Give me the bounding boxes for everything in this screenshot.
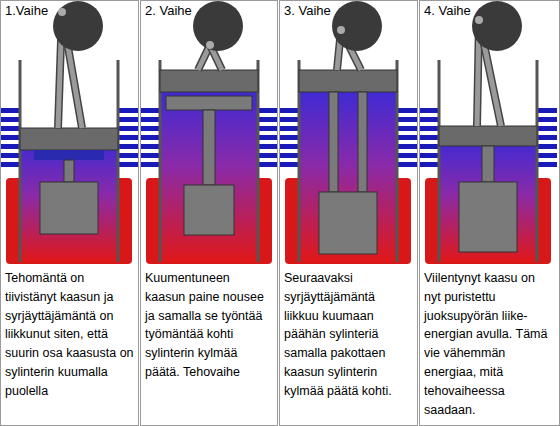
power-piston: [439, 126, 537, 146]
phase-panel: 4. VaiheViilentynyt kaasu on nyt puriste…: [419, 0, 560, 426]
displacer-piston: [40, 182, 98, 234]
flywheel: [332, 1, 382, 51]
power-piston: [20, 128, 118, 150]
working-gas: [160, 70, 258, 262]
stirling-engine: [0, 1, 138, 264]
stirling-engine: [419, 1, 557, 264]
displacer-rod: [358, 92, 367, 192]
crank-pin: [475, 16, 483, 24]
phase-description: Seuraavaksi syrjäyttäjämäntä liikkuu kuu…: [280, 267, 417, 425]
displacer-piston: [184, 185, 234, 235]
phase-description: Viilentynyt kaasu on nyt puristettu juok…: [420, 267, 559, 425]
power-piston: [160, 70, 258, 92]
working-gas: [299, 70, 397, 262]
stirling-engine: [140, 1, 278, 264]
cylinder-wall: [19, 60, 22, 262]
displacer-cap: [34, 150, 104, 160]
displacer-rod: [203, 110, 215, 185]
cylinder-wall: [536, 60, 539, 262]
cylinder-wall: [117, 60, 120, 262]
phase-panel: 1.VaiheTehomäntä on tiivistänyt kaasun j…: [0, 0, 139, 426]
crank-pin: [58, 8, 66, 16]
phase-panel: 2. VaiheKuumentuneen kaasun paine nousee…: [140, 0, 278, 426]
phase-description: Tehomäntä on tiivistänyt kaasun ja syrjä…: [1, 267, 138, 425]
phase-heading: 1.Vaihe: [3, 3, 50, 18]
working-gas: [439, 126, 537, 262]
displacer-rod: [64, 160, 74, 182]
stirling-engine: [279, 1, 417, 264]
flywheel: [472, 1, 522, 51]
working-gas: [20, 128, 118, 262]
displacer-rod: [482, 146, 494, 182]
displacer-cap: [166, 96, 252, 110]
power-piston: [299, 70, 397, 92]
displacer-piston: [319, 192, 377, 254]
crank-pin: [206, 41, 214, 49]
displacer-piston: [459, 182, 517, 252]
flywheel: [53, 1, 103, 51]
phase-heading: 3. Vaihe: [282, 3, 333, 18]
phase-heading: 2. Vaihe: [143, 3, 194, 18]
phase-panel: 3. VaiheSeuraavaksi syrjäyttäjämäntä lii…: [279, 0, 418, 426]
flywheel: [193, 1, 243, 51]
displacer-rod: [329, 92, 338, 192]
cylinder-wall: [438, 60, 441, 262]
phase-heading: 4. Vaihe: [422, 3, 473, 18]
phase-description: Kuumentuneen kaasun paine nousee ja sama…: [141, 267, 277, 425]
crank-pin: [337, 26, 345, 34]
